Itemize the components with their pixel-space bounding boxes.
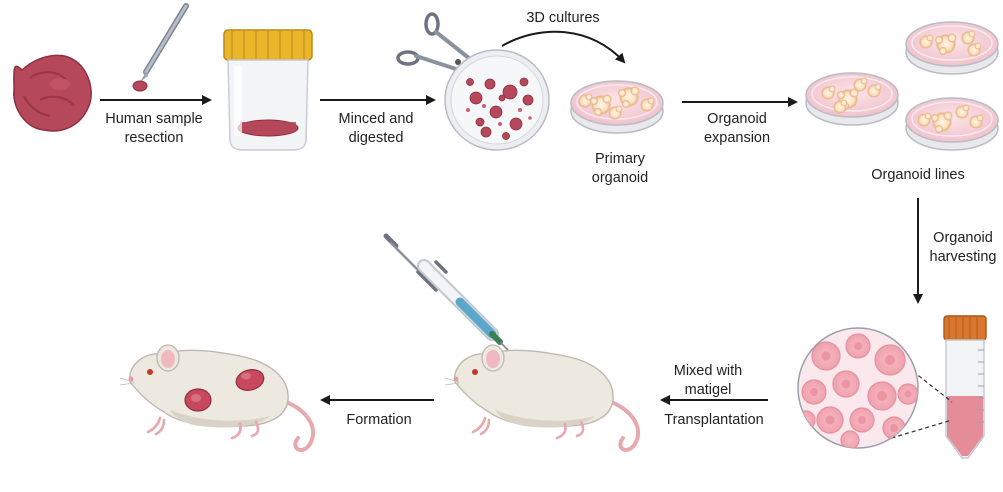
specimen-jar-icon <box>223 29 313 151</box>
petri-dish-icon <box>570 80 664 134</box>
arrow-3d-cultures <box>501 30 626 64</box>
label-formation: Formation <box>346 412 412 428</box>
organoid-line-dish-top <box>905 21 999 75</box>
label-3d-cultures: 3D cultures <box>526 10 600 26</box>
label-organoid-expansion: Organoid expansion <box>703 111 771 146</box>
label-primary-organoid: Primary organoid <box>591 151 649 186</box>
organoid-culture-icon <box>805 72 899 126</box>
scalpel-icon <box>132 3 189 92</box>
mouse-icon-transplant <box>443 343 641 453</box>
label-human-sample-resection: Human sample resection <box>105 111 203 146</box>
label-mixed-with-matigel: Mixed with matigel <box>673 363 743 398</box>
mincing-dish-icon <box>444 49 550 151</box>
magnified-cells-icon <box>797 327 953 449</box>
label-organoid-harvesting: Organoid harvesting <box>929 230 997 265</box>
syringe-icon <box>383 233 517 359</box>
label-transplantation: Transplantation <box>664 412 764 428</box>
mouse-icon-tumor <box>118 343 316 453</box>
organoid-line-dish-bottom <box>905 97 999 151</box>
label-minced-and-digested: Minced and digested <box>338 111 414 146</box>
conical-tube-icon <box>943 315 987 459</box>
label-organoid-lines: Organoid lines <box>871 167 965 183</box>
tissue-sample-icon <box>13 54 92 132</box>
